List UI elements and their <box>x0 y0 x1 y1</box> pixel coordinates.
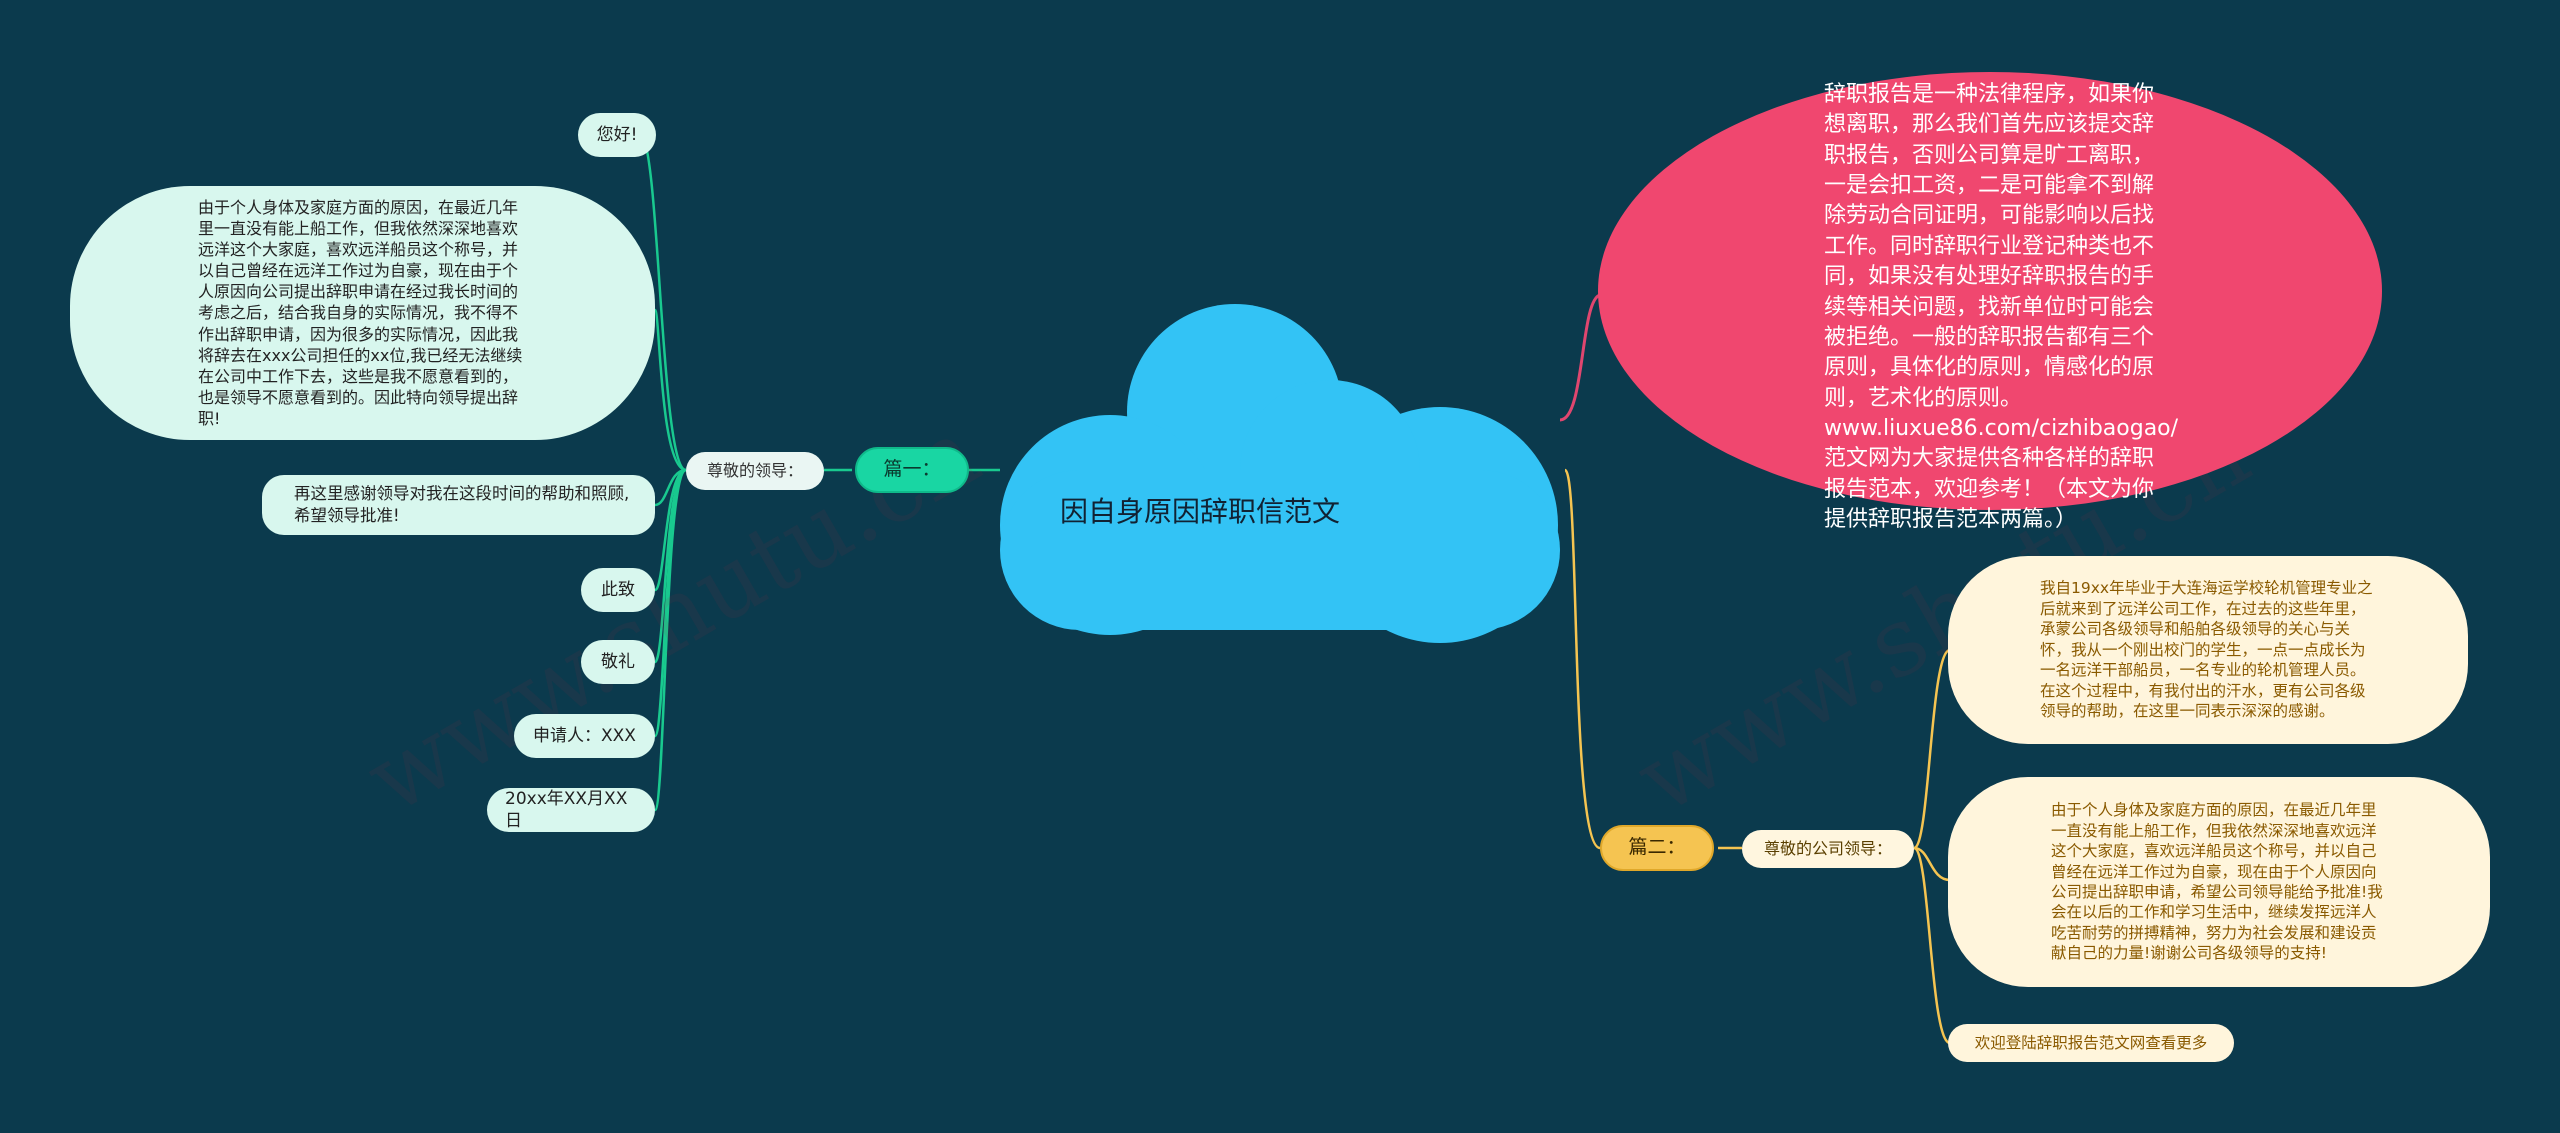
branch-two-connectors <box>1563 468 1951 1045</box>
connector-root-intro <box>1559 293 1601 422</box>
connector-leaf-r2 <box>1913 846 1951 882</box>
leaf-r-body[interactable]: 由于个人身体及家庭方面的原因，在最近几年里一直没有能上船工作，但我依然深深地喜欢… <box>1948 777 2490 987</box>
connector-root-branch-two <box>1563 468 1601 850</box>
connector-leaf-7 <box>653 468 688 812</box>
leaf-r-background[interactable]: 我自19xx年毕业于大连海运学校轮机管理专业之后就来到了远洋公司工作，在过去的这… <box>1948 556 2468 744</box>
intro-node[interactable]: 辞职报告是一种法律程序，如果你想离职，那么我们首先应该提交辞职报告，否则公司算是… <box>1598 72 2382 532</box>
connector-leaf-r3 <box>1912 846 1951 1045</box>
leaf-r-background-text: 我自19xx年毕业于大连海运学校轮机管理专业之后就来到了远洋公司工作，在过去的这… <box>2040 579 2373 721</box>
branch-one-connectors <box>638 133 1000 812</box>
connector-leaf-2 <box>653 308 687 472</box>
branch-one-salutation[interactable]: 尊敬的领导： <box>686 452 824 490</box>
intro-text: 辞职报告是一种法律程序，如果你想离职，那么我们首先应该提交辞职报告，否则公司算是… <box>1824 82 2179 533</box>
leaf-thanks-text: 再这里感谢领导对我在这段时间的帮助和照顾,希望领导批准! <box>294 484 630 525</box>
branch-two-node[interactable]: 篇二： <box>1600 825 1714 871</box>
leaf-r-more-link[interactable]: 欢迎登陆辞职报告范文网查看更多 <box>1948 1024 2234 1062</box>
central-cloud <box>1000 304 1560 643</box>
leaf-r-body-text: 由于个人身体及家庭方面的原因，在最近几年里一直没有能上船工作，但我依然深深地喜欢… <box>2051 801 2383 963</box>
leaf-applicant[interactable]: 申请人：XXX <box>514 714 655 758</box>
branch-two-salutation[interactable]: 尊敬的公司领导： <box>1742 830 1914 868</box>
leaf-greeting[interactable]: 您好! <box>578 113 656 157</box>
leaf-date[interactable]: 20xx年XX月XX日 <box>487 788 655 832</box>
leaf-closing[interactable]: 此致 <box>581 568 655 612</box>
leaf-body-paragraph[interactable]: 由于个人身体及家庭方面的原因，在最近几年里一直没有能上船工作，但我依然深深地喜欢… <box>70 186 655 440</box>
connector-leaf-r1 <box>1912 648 1951 850</box>
leaf-salute[interactable]: 敬礼 <box>581 640 655 684</box>
branch-one-node[interactable]: 篇一： <box>855 447 969 493</box>
leaf-body-text: 由于个人身体及家庭方面的原因，在最近几年里一直没有能上船工作，但我依然深深地喜欢… <box>198 197 523 428</box>
central-topic[interactable]: 因自身原因辞职信范文 <box>1059 495 1340 528</box>
leaf-thanks[interactable]: 再这里感谢领导对我在这段时间的帮助和照顾,希望领导批准! <box>262 475 655 535</box>
